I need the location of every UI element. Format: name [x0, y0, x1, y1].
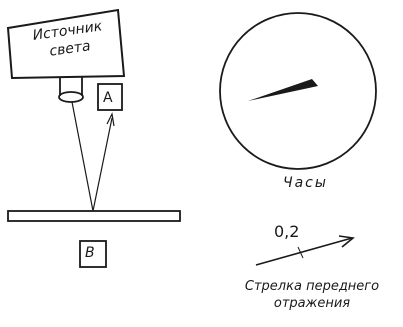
reflected-ray: [92, 117, 113, 212]
value-leader-line: [297, 246, 304, 259]
label-a: A: [103, 90, 113, 106]
box-b: [79, 240, 107, 268]
box-a: [97, 83, 123, 111]
front-reflection-arrowhead: [338, 235, 355, 248]
lamp-housing: [59, 76, 83, 96]
reflected-ray-arrowhead: [106, 112, 115, 127]
reflection-value-label: 0,2: [274, 222, 300, 241]
reflection-arrow-caption-line1: Стрелка переднего: [244, 279, 380, 294]
reflection-arrow-caption: Стрелка переднего отражения: [222, 280, 402, 314]
incident-ray: [71, 101, 94, 212]
reflection-arrow-caption-line2: отражения: [273, 296, 351, 311]
plate: [7, 210, 181, 222]
label-b: B: [85, 245, 95, 261]
clock-face: [219, 12, 377, 170]
lamp-opening: [58, 91, 84, 103]
clock-label: Часы: [283, 175, 328, 191]
front-reflection-arrow: [255, 237, 353, 266]
light-source-box: [6, 8, 126, 80]
clock-hand: [248, 79, 318, 101]
